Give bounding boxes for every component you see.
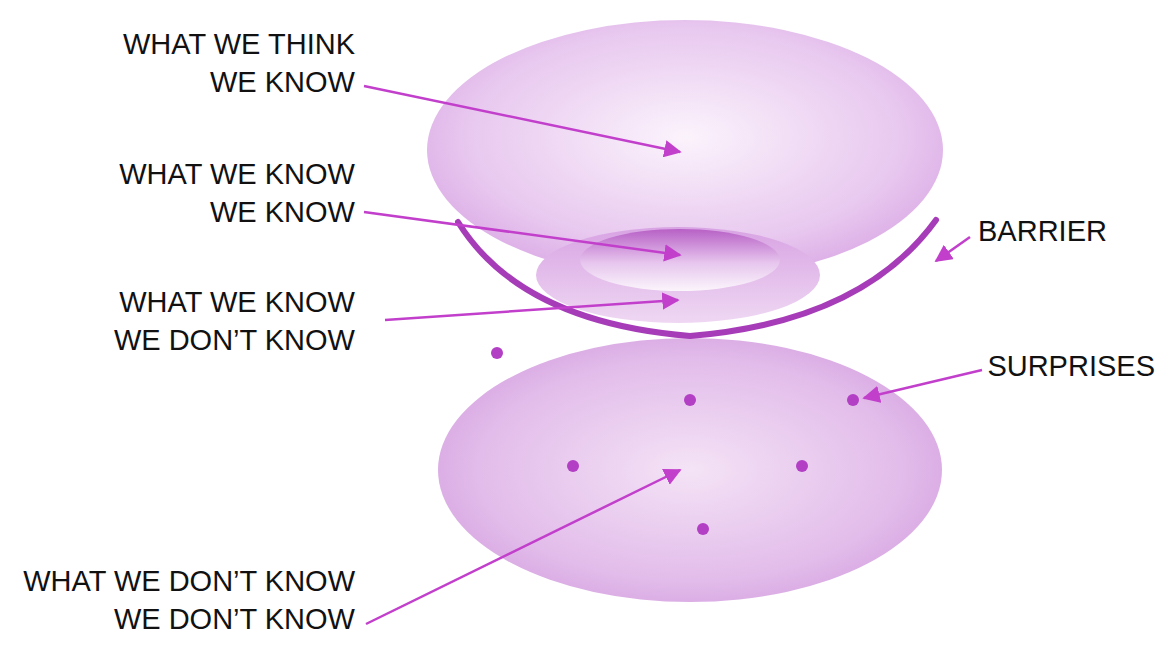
callout-label: WHAT WE THINK WE KNOW bbox=[123, 25, 355, 101]
leader-line bbox=[864, 370, 982, 398]
callout-label: WHAT WE KNOW WE DON’T KNOW bbox=[114, 283, 355, 359]
callout-label: SURPRISES bbox=[987, 347, 1155, 385]
surprise-dot bbox=[697, 523, 709, 535]
surprise-dot bbox=[684, 394, 696, 406]
surprise-dot bbox=[847, 394, 859, 406]
callout-label: WHAT WE DON’T KNOW WE DON’T KNOW bbox=[23, 562, 355, 638]
leader-line bbox=[385, 300, 678, 320]
surprise-dot bbox=[567, 460, 579, 472]
leader-line bbox=[364, 212, 680, 255]
surprise-dot bbox=[796, 460, 808, 472]
callout-label: BARRIER bbox=[978, 212, 1107, 250]
leader-line bbox=[366, 470, 680, 624]
known-knowns-hole bbox=[580, 229, 780, 291]
callout-label: WHAT WE KNOW WE KNOW bbox=[119, 155, 355, 231]
leader-line bbox=[936, 237, 970, 261]
barrier-arc bbox=[458, 220, 936, 336]
leader-line bbox=[364, 86, 680, 152]
surprise-dots bbox=[491, 347, 859, 535]
leader-lines bbox=[364, 86, 982, 624]
surprise-dot bbox=[491, 347, 503, 359]
unknown-unknowns-ellipse bbox=[438, 338, 942, 602]
